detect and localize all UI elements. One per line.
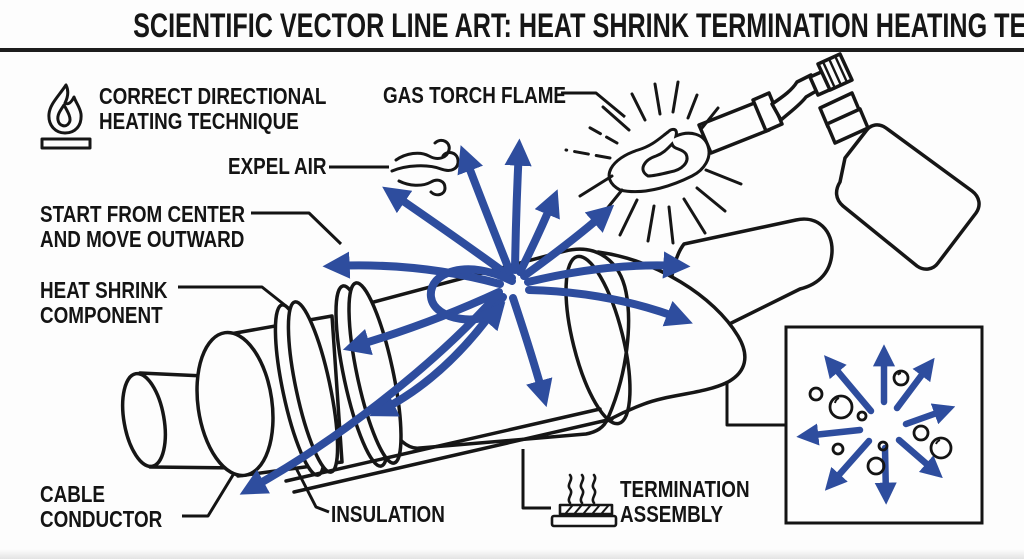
insulation-leader: [294, 467, 330, 514]
heat-arrow: [342, 288, 503, 356]
flame-starburst: [564, 80, 743, 245]
center-swirl-arrow: [426, 265, 516, 332]
gas-torch-illustration: [697, 52, 981, 271]
page-title: SCIENTIFIC VECTOR LINE ART: HEAT SHRINK …: [133, 7, 1024, 45]
label-heat-shrink: HEAT SHRINK COMPONENT: [40, 277, 168, 328]
heat-arrow: [382, 186, 516, 282]
cable-conductor-leader: [182, 474, 235, 518]
torch-flame-inner: [641, 141, 689, 178]
heat-arrow: [457, 145, 514, 276]
heat-arrow: [322, 251, 504, 288]
heat-arrow: [524, 251, 691, 286]
gas-torch-flame-leader: [561, 91, 626, 119]
inset-arrow: [874, 444, 897, 505]
label-termination: TERMINATION ASSEMBLY: [620, 476, 750, 527]
wind-icon: [390, 138, 460, 197]
torch-nozzle-band: [751, 91, 784, 133]
shrink-rings: [273, 281, 403, 477]
label-correct-technique: CORRECT DIRECTIONAL HEATING TECHNIQUE: [99, 83, 327, 134]
sleeve-rim: [564, 254, 632, 426]
heat-arrow: [504, 138, 532, 274]
torch-flame-outer: [607, 127, 711, 194]
inset-arrow: [796, 423, 864, 446]
termination-leader: [521, 449, 551, 510]
heat-arrow: [516, 189, 560, 276]
heat-arrow: [525, 286, 693, 327]
jacket-edge-lines: [284, 407, 614, 494]
label-insulation: INSULATION: [331, 501, 445, 527]
inset-shrink-detail: [784, 325, 984, 525]
label-gas-torch-flame: GAS TORCH FLAME: [383, 82, 567, 108]
inset-arrows: [796, 344, 956, 505]
start-from-center-leader: [251, 211, 343, 246]
label-expel-air: EXPEL AIR: [228, 153, 327, 179]
label-cable-conductor: CABLE CONDUCTOR: [40, 481, 163, 532]
flame-icon: [40, 83, 92, 150]
torch-canister: [834, 123, 981, 271]
label-start-from-center: START FROM CENTER AND MOVE OUTWARD: [40, 201, 246, 252]
inset-arrow: [824, 355, 875, 415]
inset-bubbles: [808, 369, 953, 476]
inset-arrow: [824, 437, 873, 491]
heat-arrow: [509, 294, 553, 408]
heat-shrink-leader: [178, 285, 292, 312]
radial-heat-arrows: [239, 138, 693, 495]
title-divider: [0, 48, 1024, 52]
torch-valve-knob: [816, 52, 854, 92]
inset-arrow: [895, 436, 943, 479]
heat-arrow: [520, 204, 615, 280]
inset-arrow: [893, 357, 935, 412]
inset-arrow: [902, 403, 956, 428]
heat-surface-icon: [550, 473, 618, 528]
bottom-shade: [0, 549, 1024, 559]
cable-assembly: [120, 217, 834, 494]
